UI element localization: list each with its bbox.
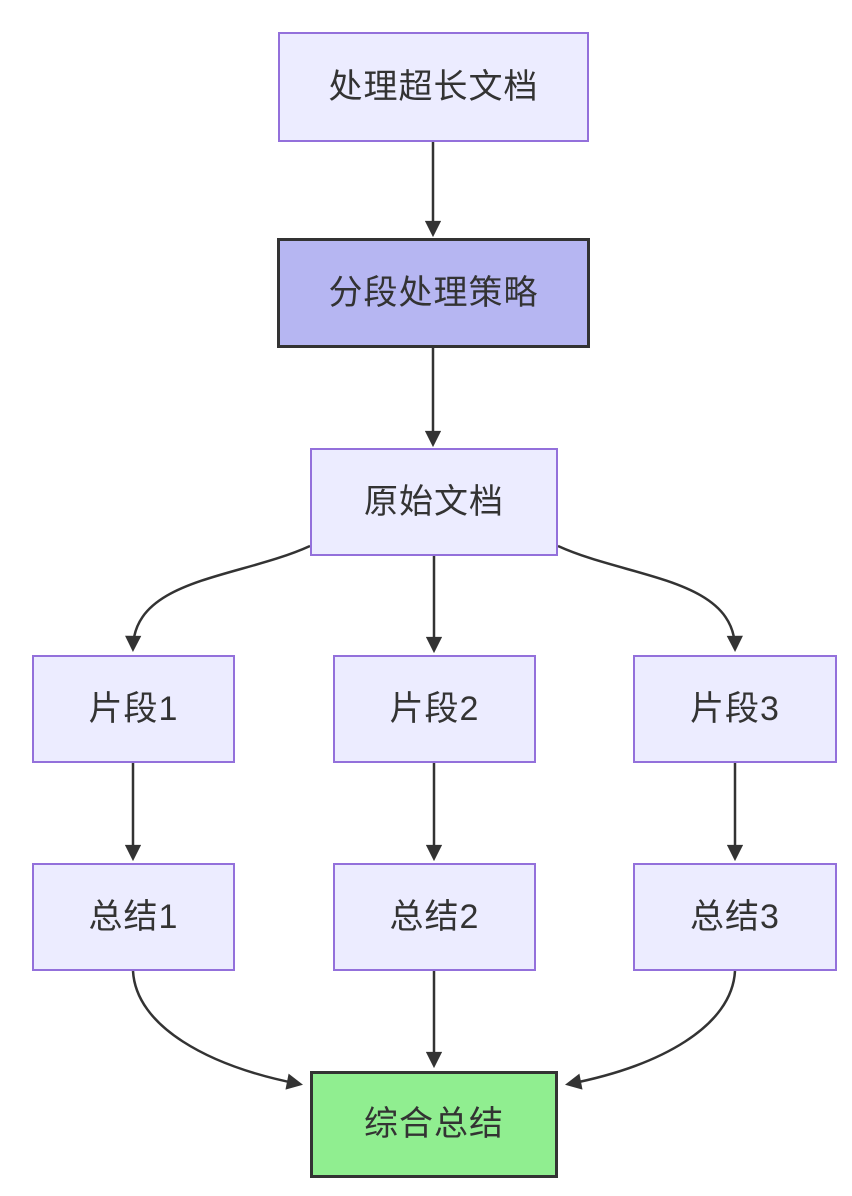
node-chunk-2-label: 片段2 <box>389 689 480 728</box>
node-summary-2: 总结2 <box>333 863 536 971</box>
node-summary-2-label: 总结2 <box>389 897 480 936</box>
edge-summary3-to-final <box>565 970 737 1090</box>
node-chunk-1-label: 片段1 <box>88 689 179 728</box>
node-summary-1: 总结1 <box>32 863 235 971</box>
node-summary-1-label: 总结1 <box>88 897 179 936</box>
node-chunk-2: 片段2 <box>333 655 536 763</box>
node-final-summary: 综合总结 <box>310 1071 558 1178</box>
node-segmentation-strategy: 分段处理策略 <box>277 238 590 348</box>
node-original-doc: 原始文档 <box>310 448 558 556</box>
node-process-long-doc-label: 处理超长文档 <box>328 67 539 106</box>
node-chunk-3-label: 片段3 <box>690 689 780 728</box>
node-chunk-3: 片段3 <box>633 655 837 763</box>
edge-doc-to-chunk3 <box>557 544 743 653</box>
node-original-doc-label: 原始文档 <box>364 482 504 521</box>
node-segmentation-strategy-label: 分段处理策略 <box>328 273 539 312</box>
node-summary-3: 总结3 <box>633 863 837 971</box>
node-final-summary-label: 综合总结 <box>364 1105 504 1144</box>
node-summary-3-label: 总结3 <box>690 897 780 936</box>
node-chunk-1: 片段1 <box>32 655 235 763</box>
edge-doc-to-chunk1 <box>125 544 311 653</box>
node-process-long-doc: 处理超长文档 <box>278 32 589 142</box>
edge-summary1-to-final <box>131 970 303 1090</box>
